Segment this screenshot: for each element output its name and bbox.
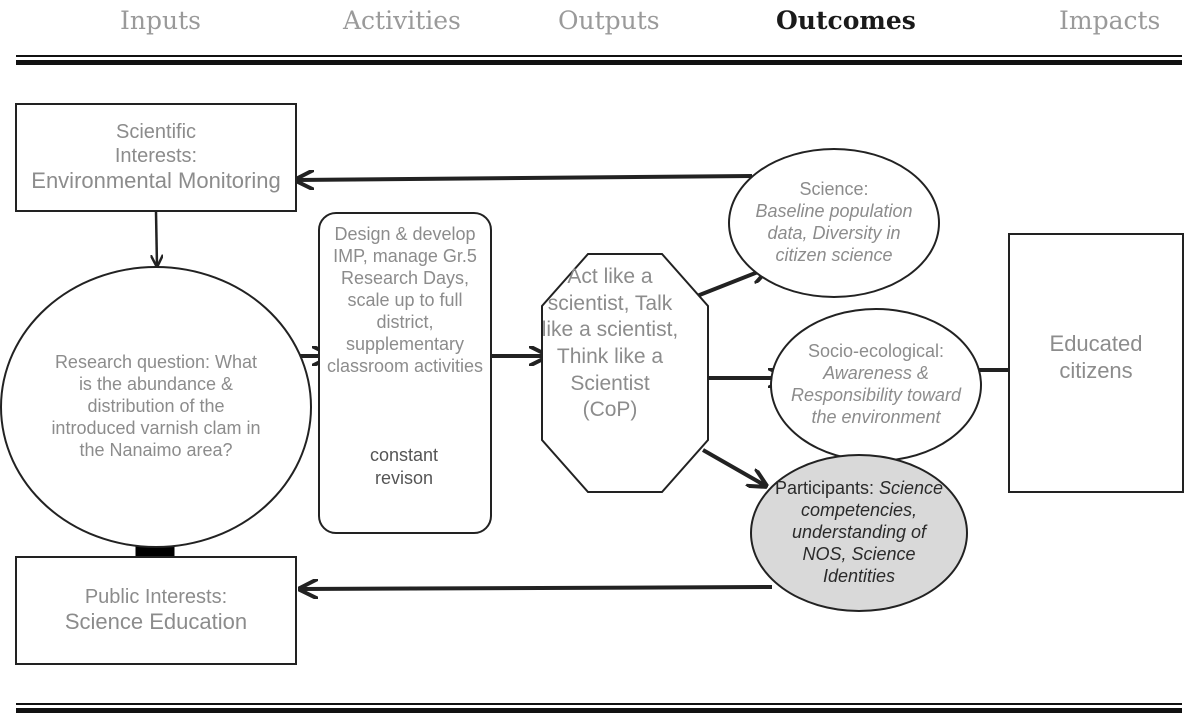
- socio-ecological-ellipse: Socio-ecological: Awareness & Responsibi…: [770, 308, 982, 462]
- cop-text: Act like a scientist, Talk like a scient…: [541, 265, 679, 422]
- science-ellipse: Science: Baseline population data, Diver…: [728, 148, 940, 298]
- socio-body: Awareness & Responsibility toward the en…: [790, 363, 962, 427]
- arrow-participants-to-public-interests: [300, 587, 773, 589]
- science-title: Science:: [799, 179, 869, 200]
- bottom-rule-thin: [16, 703, 1182, 705]
- header-activities: Activities: [343, 6, 461, 35]
- scientific-interests-line1: Scientific: [115, 120, 197, 143]
- cop-octagon: [541, 253, 709, 493]
- cycle-label: constant revison: [369, 445, 439, 489]
- header-inputs: Inputs: [120, 6, 201, 35]
- research-question-text: Research question: What is the abundance…: [51, 352, 261, 460]
- header-outputs: Outputs: [558, 6, 660, 35]
- participants-body: Science competencies, understanding of N…: [791, 478, 944, 586]
- scientific-interests-line3: Environmental Monitoring: [31, 168, 281, 194]
- educated-citizens-text: Educated citizens: [1049, 331, 1143, 383]
- participants-ellipse: Participants: Science competencies, unde…: [750, 454, 968, 612]
- socio-title: Socio-ecological:: [807, 341, 945, 362]
- activities-text: Design & develop IMP, manage Gr.5 Resear…: [326, 224, 484, 376]
- arrow-science-to-scientific-interests: [296, 176, 753, 180]
- scientific-interests-box: Scientific Interests: Environmental Moni…: [15, 103, 297, 212]
- bottom-rule-thick: [16, 708, 1182, 713]
- public-interests-line1: Public Interests:: [84, 585, 228, 608]
- research-question-circle: Research question: What is the abundance…: [0, 266, 312, 548]
- top-rule-thin: [16, 55, 1182, 57]
- scientific-interests-line2: Interests:: [114, 145, 198, 168]
- science-body: Baseline population data, Diversity in c…: [755, 201, 913, 265]
- arrow-cop-to-participants: [702, 448, 766, 486]
- arrow-scientific-interests-to-research: [156, 211, 157, 266]
- header-outcomes: Outcomes: [776, 6, 916, 35]
- educated-citizens-box: Educated citizens: [1008, 233, 1184, 493]
- public-interests-line2: Science Education: [64, 609, 248, 635]
- activities-box: Design & develop IMP, manage Gr.5 Resear…: [318, 212, 492, 534]
- public-interests-box: Public Interests: Science Education: [15, 556, 297, 665]
- participants-title: Participants:: [774, 478, 874, 499]
- header-impacts: Impacts: [1059, 6, 1161, 35]
- top-rule-thick: [16, 60, 1182, 65]
